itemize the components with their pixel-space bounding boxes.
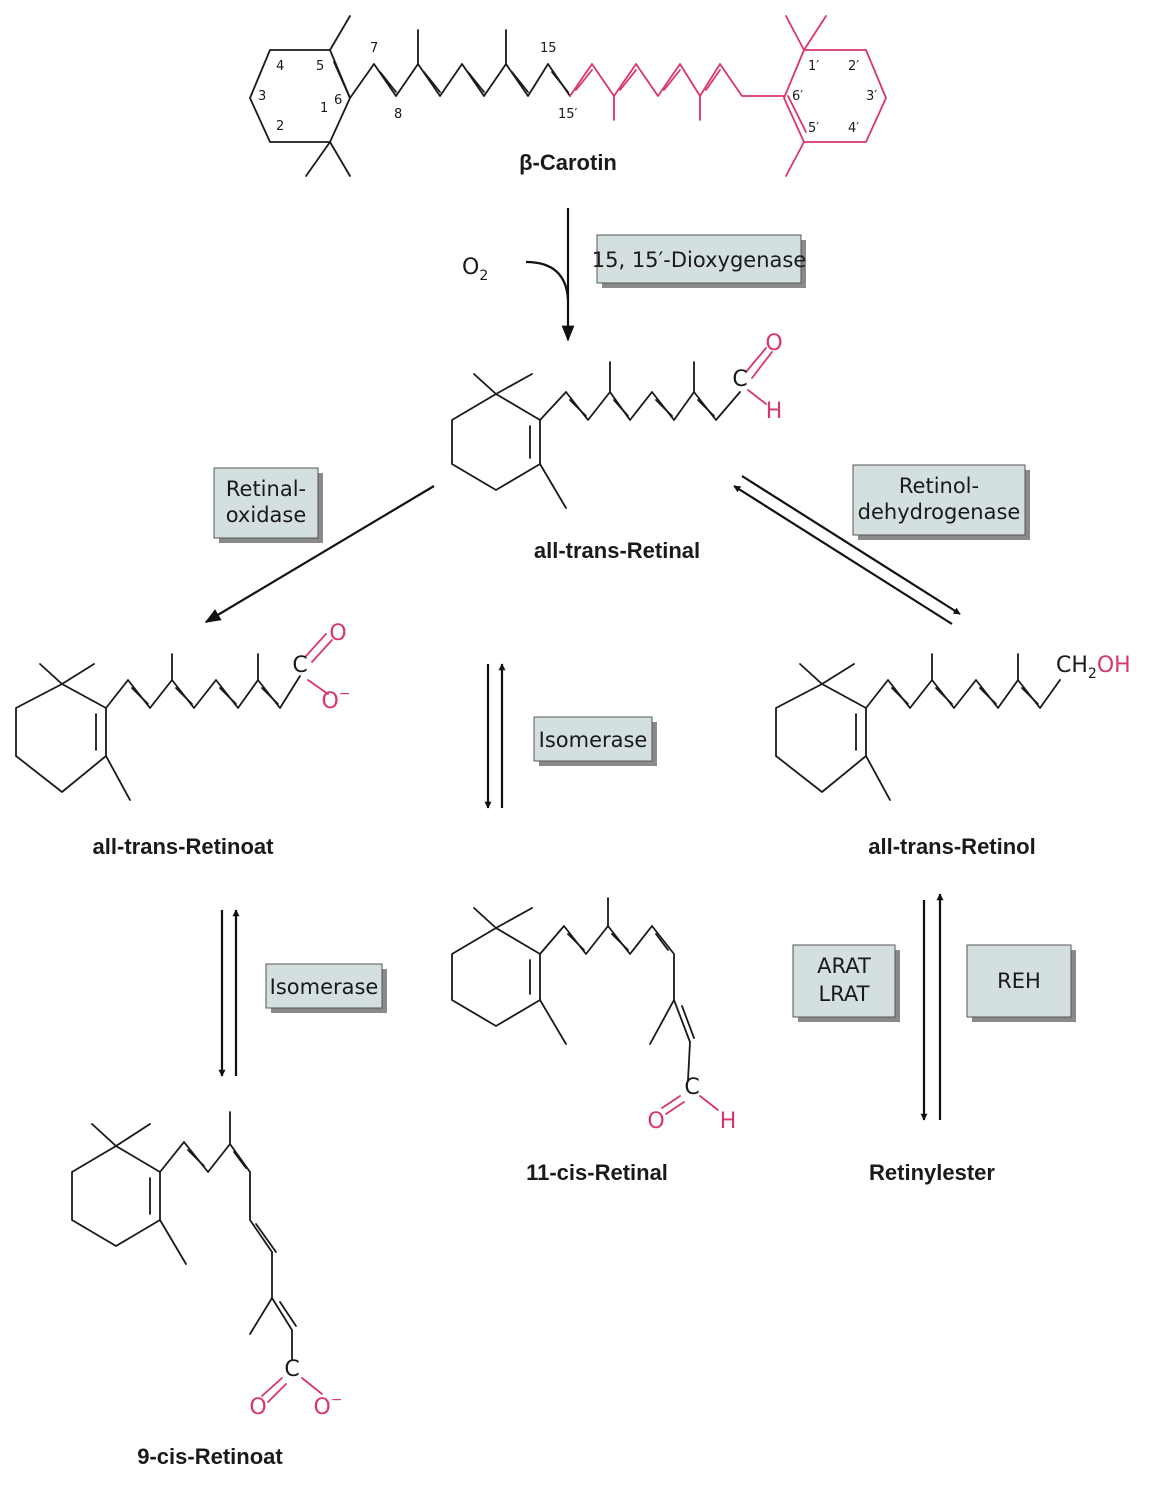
svg-text:LRAT: LRAT: [818, 982, 869, 1006]
enzyme-box-retinal-oxidase: Retinal- oxidase: [213, 467, 323, 543]
label-beta-carotin: β-Carotin: [519, 150, 617, 175]
retinal-oxidase-arrow: [204, 485, 435, 623]
label-all-trans-retinol: all-trans-Retinol: [868, 834, 1035, 859]
cis9-retinoat-structure: [71, 1111, 323, 1403]
all-trans-retinal-structure: [451, 347, 773, 509]
svg-text:Retinal-: Retinal-: [226, 477, 306, 501]
carotin-num-4p: 4′: [848, 121, 859, 136]
label-retinylester: Retinylester: [869, 1160, 995, 1185]
retinol-ch2oh: CH2OH: [1056, 653, 1131, 682]
retinal-o: O: [765, 331, 782, 356]
carotin-num-3p: 3′: [866, 89, 877, 104]
retinol-dehydrogenase-arrows: [733, 475, 961, 625]
cis11-h: H: [720, 1109, 737, 1134]
svg-text:REH: REH: [997, 969, 1041, 993]
carotin-num-7: 7: [370, 41, 378, 56]
svg-text:dehydrogenase: dehydrogenase: [858, 500, 1021, 524]
svg-text:oxidase: oxidase: [226, 503, 307, 527]
svg-text:ARAT: ARAT: [817, 954, 871, 978]
carotin-num-3: 3: [258, 89, 266, 104]
label-o2: O2: [462, 255, 488, 284]
cis11-retinal-structure: [451, 897, 719, 1115]
enzyme-box-reh: REH: [966, 944, 1076, 1022]
svg-text:Retinol-: Retinol-: [899, 474, 979, 498]
carotin-num-5p: 5′: [808, 121, 819, 136]
carotin-num-5: 5: [316, 59, 324, 74]
retinal-c: C: [732, 367, 747, 392]
label-11-cis-retinal: 11-cis-Retinal: [526, 1160, 668, 1185]
dioxygenase-arrow: [525, 208, 575, 342]
label-all-trans-retinal: all-trans-Retinal: [534, 538, 700, 563]
svg-text:Isomerase: Isomerase: [270, 975, 379, 999]
cis11-o: O: [647, 1109, 664, 1134]
enzyme-box-isomerase-center: Isomerase: [533, 716, 657, 766]
cis9-o-anion: O−: [313, 1392, 342, 1420]
all-trans-retinol-structure: [775, 653, 1061, 801]
cis11-c: C: [684, 1075, 699, 1100]
enzyme-box-isomerase-left: Isomerase: [265, 963, 387, 1013]
carotin-num-2: 2: [276, 119, 284, 134]
cis9-c: C: [284, 1357, 299, 1382]
label-9-cis-retinoat: 9-cis-Retinoat: [137, 1444, 283, 1469]
all-trans-retinoat-structure: [15, 633, 333, 801]
carotin-right-ring: [783, 49, 887, 143]
retinoat-c: C: [292, 653, 307, 678]
carotin-num-4: 4: [276, 59, 284, 74]
retinoat-o-anion: O−: [321, 686, 350, 714]
carotin-num-6: 6: [334, 93, 342, 108]
isomerase-left-arrows: [218, 909, 240, 1077]
retinal-h: H: [766, 399, 783, 424]
retinylester-arrows: [920, 893, 944, 1121]
enzyme-box-dioxygenase: 15, 15′-Dioxygenase: [592, 234, 807, 288]
retinoat-o: O: [329, 621, 346, 646]
carotin-num-2p: 2′: [848, 59, 859, 74]
carotin-num-8: 8: [394, 107, 402, 122]
carotin-num-15p: 15′: [558, 107, 578, 122]
label-all-trans-retinoat: all-trans-Retinoat: [93, 834, 275, 859]
cis9-o: O: [249, 1395, 266, 1420]
carotin-num-1: 1: [320, 101, 328, 116]
carotin-num-6p: 6′: [792, 89, 803, 104]
enzyme-box-arat-lrat: ARAT LRAT: [792, 944, 900, 1022]
svg-text:15, 15′-Dioxygenase: 15, 15′-Dioxygenase: [592, 248, 807, 272]
svg-text:Isomerase: Isomerase: [539, 728, 648, 752]
beta-carotin-structure: 1 2 3 4 5 6 7 8 15 15′ 1′ 2′ 3′ 4′ 5′ 6′: [249, 15, 887, 177]
enzyme-box-retinol-dehydrogenase: Retinol- dehydrogenase: [852, 464, 1030, 540]
carotin-num-15: 15: [540, 41, 557, 56]
carotin-num-1p: 1′: [808, 59, 819, 74]
isomerase-center-arrows: [484, 663, 506, 809]
